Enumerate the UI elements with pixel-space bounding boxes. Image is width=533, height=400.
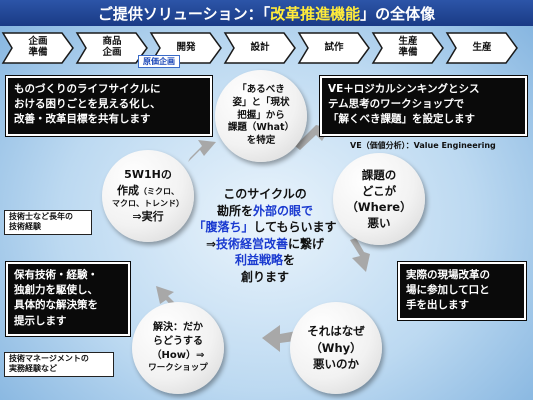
circle-5w1h-small2: マクロ、トレンド） — [112, 199, 184, 209]
box-ve-line3: 「解くべき課題」を設定します — [328, 113, 475, 126]
process-step-6: 生産準備 — [382, 33, 434, 63]
arrow-top-left-icon — [188, 140, 216, 162]
circle-why-line1: それはなぜ — [307, 323, 365, 338]
circle-where-line2: どこが — [361, 183, 397, 198]
circle-what-line2: 姿」と「現状 — [232, 96, 290, 108]
process-step-5-shape — [297, 32, 370, 64]
cycle-circle-where: 課題の どこが （Where） 悪い — [333, 153, 425, 245]
center-line2b: 外部の眼で — [253, 203, 314, 218]
title-prefix: ご提供ソリューション：「 — [97, 4, 271, 23]
circle-where-line1: 課題の — [361, 167, 397, 182]
box-solution-line4: 提示します — [14, 314, 67, 327]
process-step-5: 試作 — [308, 33, 360, 63]
ve-definition-note: VE（価値分析）：Value Engineering — [350, 141, 496, 150]
process-step-1-shape — [1, 32, 74, 64]
center-line2a: 勘所を — [216, 203, 253, 218]
box-lifecycle-line1: ものづくりのライフサイクルに — [14, 83, 161, 95]
arrow-bottom-icon — [262, 325, 302, 352]
circle-why-line2: （Why） — [310, 340, 362, 355]
note-management-line1: 技術マネージメントの — [9, 354, 89, 363]
box-onsite-line1: 実際の現場改革の — [406, 269, 490, 281]
center-line4b: 技術経営改善 — [216, 236, 289, 251]
process-step-7-shape — [445, 32, 518, 64]
box-lifecycle-line2: おける困りごとを見える化し、 — [14, 98, 161, 111]
process-step-5-line1: 試作 — [324, 41, 344, 53]
box-ve-workshop: VE＋ロジカルシンキングとシス テム思考のワークショップで 「解くべき課題」を設… — [320, 76, 527, 136]
process-flow — [1, 32, 518, 64]
cycle-circle-why: それはなぜ （Why） 悪いのか — [290, 302, 382, 394]
center-line5a: 利益戦略 — [234, 253, 283, 268]
arrow-right-icon — [350, 238, 370, 272]
note-management-line2: 実務経験など — [9, 364, 57, 374]
center-line4a: ⇒ — [205, 236, 217, 251]
process-step-2-line2: 企画 — [102, 47, 122, 58]
center-line4c: に繋げ — [288, 236, 325, 251]
circle-how-line1: 解決：だか — [152, 322, 203, 334]
cycle-circle-what: 「あるべき 姿」と「現状 把握」から 課題（What） を特定 — [215, 70, 307, 162]
box-lifecycle-line3: 改善・改革目標を共有します — [14, 113, 151, 126]
page-title: ご提供ソリューション：「 改革推進機能 」の全体像 — [0, 0, 533, 26]
circle-5w1h-mid: 作成 — [117, 183, 139, 197]
center-line3a: 「腹落ち」 — [193, 220, 254, 235]
box-onsite-line3: 手を出します — [406, 299, 469, 312]
process-step-1-line2: 準備 — [28, 47, 48, 58]
circle-5w1h-head: 5W1Hの — [124, 168, 172, 182]
circle-where-line4: 悪い — [367, 216, 391, 231]
circle-5w1h-small1: （ミクロ、 — [139, 186, 179, 196]
circle-5w1h-tail: ⇒実行 — [132, 210, 164, 224]
box-lifecycle-visualize: ものづくりのライフサイクルに おける困りごとを見える化し、 改善・改革目標を共有… — [6, 76, 212, 136]
title-suffix: 」の全体像 — [360, 4, 436, 23]
center-line3b: してもらいます — [253, 220, 337, 235]
cost-planning-tag: 原価企画 — [138, 55, 180, 68]
note-engineer-line1: 技術士など長年の — [9, 212, 73, 221]
cycle-circle-5w1h: 5W1Hの 作成（ミクロ、 マクロ、トレンド） ⇒実行 — [102, 150, 194, 242]
center-line5b: を — [283, 253, 296, 268]
process-step-7-line1: 生産 — [472, 41, 492, 53]
process-step-2: 商品企画 — [86, 33, 138, 63]
note-engineer-experience: 技術士など長年の 技術経験 — [4, 210, 92, 235]
circle-why-line3: 悪いのか — [313, 357, 359, 372]
process-step-2-line1: 商品 — [102, 36, 122, 48]
process-step-3-line1: 開発 — [176, 41, 196, 53]
note-management-experience: 技術マネージメントの 実務経験など — [4, 352, 114, 377]
circle-what-line1: 「あるべき — [237, 83, 285, 95]
cycle-circle-how: 解決：だか らどうする （How）⇒ ワークショップ — [132, 302, 224, 394]
circle-what-line3: 把握」から — [237, 109, 285, 121]
center-line6: 創ります — [240, 269, 289, 284]
center-line1: このサイクルの — [223, 187, 307, 201]
circle-what-line4: 課題（What） — [227, 122, 295, 134]
box-solution-line3: 具体的な解決策を — [14, 299, 98, 312]
process-step-6-shape — [371, 32, 444, 64]
process-step-7: 生産 — [456, 33, 508, 63]
process-step-4-shape — [223, 32, 296, 64]
box-ve-line2: テム思考のワークショップで — [328, 98, 465, 111]
process-step-1: 企画準備 — [12, 33, 64, 63]
box-ve-line1: VE＋ロジカルシンキングとシス — [328, 83, 480, 95]
box-solution-line2: 独創力を駆使し、 — [14, 284, 98, 297]
box-solution-proposal: 保有技術・経験・ 独創力を駆使し、 具体的な解決策を 提示します — [6, 262, 130, 336]
center-message: このサイクルの 勘所を外部の眼で 「腹落ち」してもらいます ⇒技術経営改善に繋げ… — [185, 186, 345, 296]
box-onsite-participation: 実際の現場改革の 場に参加して口と 手を出します — [398, 262, 526, 320]
process-step-1-line1: 企画 — [28, 36, 48, 48]
note-engineer-line2: 技術経験 — [9, 222, 41, 232]
process-step-6-line2: 準備 — [398, 47, 418, 58]
process-step-2-shape — [75, 32, 148, 64]
circle-how-line2: らどうする — [152, 336, 203, 348]
circle-where-line3: （Where） — [346, 200, 412, 214]
process-step-4: 設計 — [234, 33, 286, 63]
box-onsite-line2: 場に参加して口と — [406, 284, 490, 297]
circle-how-line4: ワークショップ — [148, 363, 208, 374]
process-step-6-line1: 生産 — [398, 36, 418, 48]
title-highlight: 改革推進機能 — [270, 4, 361, 23]
box-solution-line1: 保有技術・経験・ — [14, 269, 98, 281]
circle-how-line3: （How）⇒ — [151, 350, 205, 362]
process-step-3: 開発 — [160, 33, 212, 63]
process-step-4-line1: 設計 — [250, 41, 270, 53]
circle-what-line5: を特定 — [246, 135, 276, 147]
